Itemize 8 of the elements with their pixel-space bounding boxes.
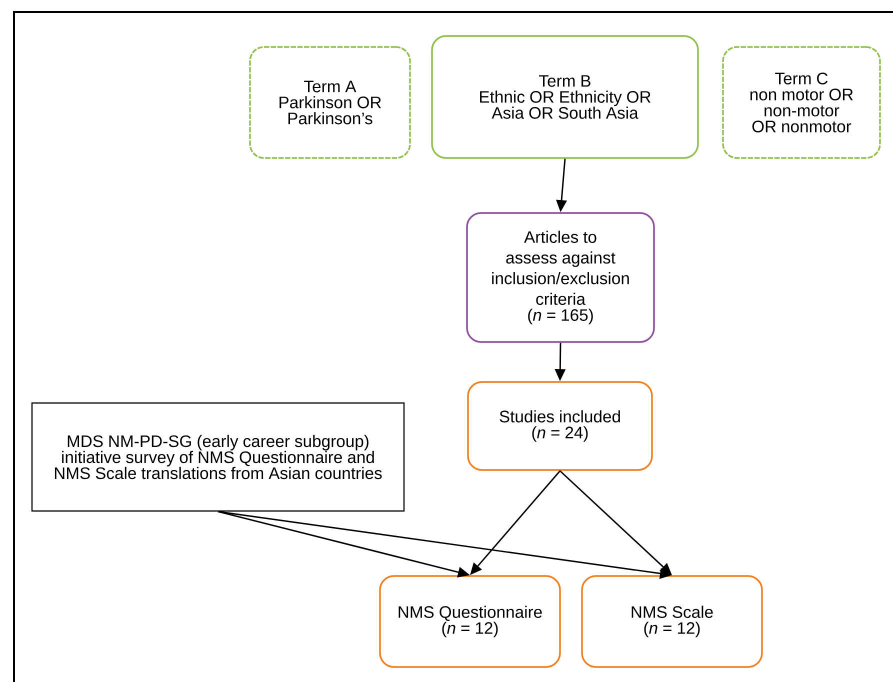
source-box: MDS NM-PD-SG (early career subgroup) initiative survey of NMS Questionnaire and NMS Scale translations from Asian countries	[31, 402, 405, 512]
search-term-box: Term A Parkinson OR Parkinson’s	[249, 46, 411, 159]
result-box: NMS Scale (n = 12)	[581, 575, 763, 668]
search-term-box: Term B Ethnic OR Ethnicity OR Asia OR South Asia	[431, 35, 699, 159]
process-box: Studies included (n = 24)	[467, 381, 653, 471]
search-term-box: Term C non motor OR non-motor OR nonmotor	[722, 46, 881, 159]
result-box: NMS Questionnaire (n = 12)	[379, 575, 561, 668]
process-box: Articles to assess against inclusion/exclusion criteria (n = 165)	[466, 212, 655, 343]
